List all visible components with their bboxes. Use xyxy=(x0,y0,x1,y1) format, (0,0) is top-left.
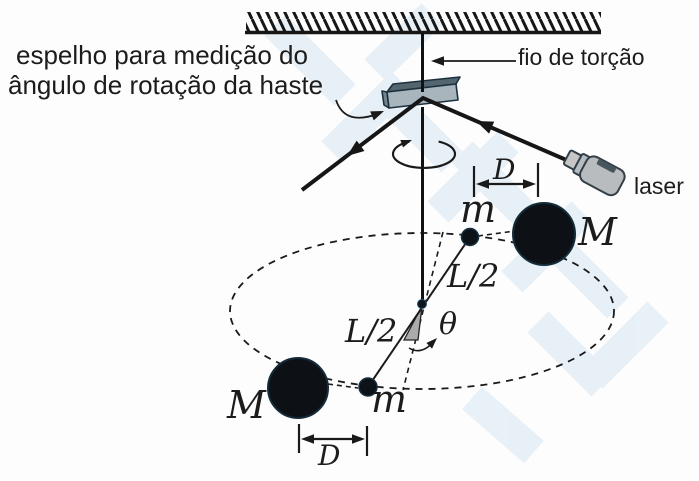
rotation-arrow-head xyxy=(400,140,412,148)
mirror-caption-line2: ângulo de rotação da haste xyxy=(8,70,324,100)
dimension-D-top xyxy=(472,163,540,197)
torsion-wire-pointer-head xyxy=(431,56,444,66)
small-mass-bottom-label: m xyxy=(371,377,408,421)
half-length-bottom-label: L/2 xyxy=(345,312,398,350)
mass-connector-dashed-top xyxy=(477,230,516,237)
dimension-D-bottom xyxy=(297,424,369,456)
laser-device xyxy=(562,149,626,197)
small-mass-top xyxy=(460,227,480,247)
large-mass-bottom-label: M xyxy=(227,383,266,427)
small-mass-bottom xyxy=(358,377,378,397)
laser-beam xyxy=(300,95,572,192)
rotation-arrow-arc xyxy=(391,140,457,170)
ceiling-hatch xyxy=(246,12,601,31)
laser-label: laser xyxy=(634,173,684,199)
distance-bottom-label: D xyxy=(318,439,341,472)
large-mass-top-label: M xyxy=(578,210,617,254)
torsion-wire-label: fio de torção xyxy=(518,44,645,70)
angle-arc-arrow-head xyxy=(426,338,437,349)
mirror-caption-line1: espelho para medição do xyxy=(16,40,308,70)
angle-theta-label: θ xyxy=(439,307,458,342)
distance-top-label: D xyxy=(493,153,516,186)
rod-line xyxy=(367,236,471,388)
large-mass-bottom xyxy=(267,357,329,419)
large-mass-top xyxy=(512,202,576,266)
small-mass-top-label: m xyxy=(460,187,497,231)
half-length-top-label: L/2 xyxy=(447,257,500,295)
pivot-dot xyxy=(417,299,427,309)
reflected-beam-arrow-head xyxy=(347,140,365,156)
incident-beam-arrow-head xyxy=(476,121,495,134)
caption-pointer-arrow-head xyxy=(370,111,384,121)
equilibrium-dashed-line xyxy=(402,231,444,391)
